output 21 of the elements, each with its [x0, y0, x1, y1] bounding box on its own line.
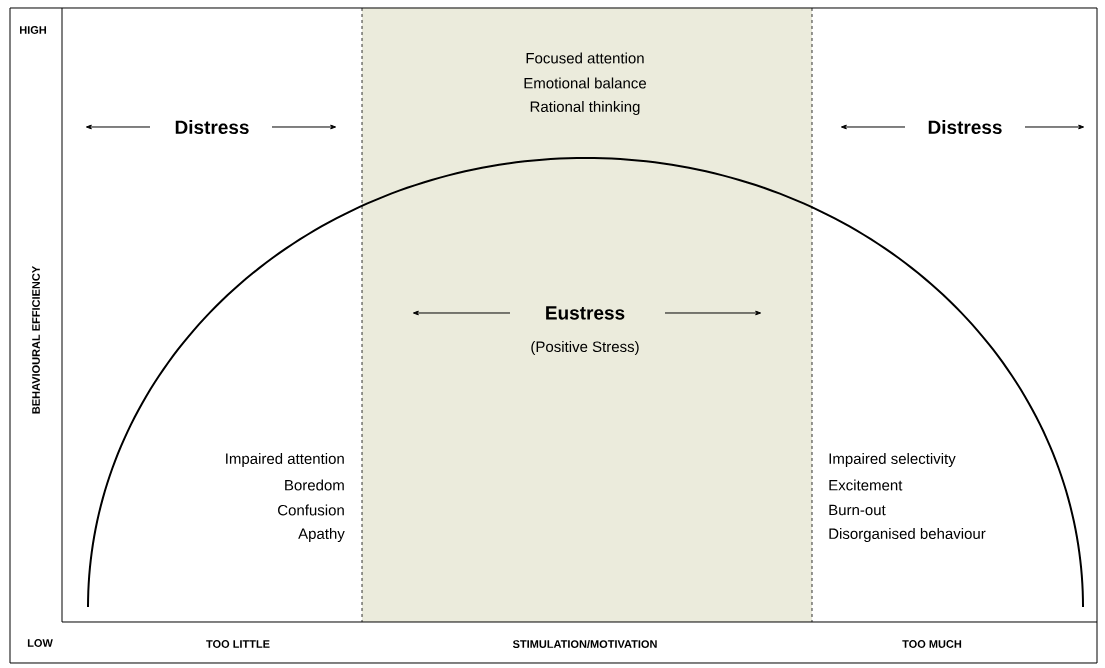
note-text: Emotional balance — [524, 77, 646, 89]
zone-subtitle: (Positive Stress) — [531, 341, 639, 355]
note-text: Rational thinking — [530, 101, 640, 115]
note-text: Focused attention — [526, 52, 644, 64]
note-text: Confusion — [278, 504, 344, 516]
zone-label: Eustress — [546, 306, 625, 320]
axis-label: TOO LITTLE — [206, 640, 270, 648]
note-text: Impaired attention — [226, 453, 344, 467]
axis-title: BEHAVIOURAL EFFICIENCY — [32, 266, 40, 414]
zone-label: Distress — [928, 120, 1002, 134]
axis-label: TOO MUCH — [902, 640, 962, 648]
zone-label: Distress — [175, 120, 249, 134]
note-text: Impaired selectivity — [829, 453, 956, 467]
note-text: Disorganised behaviour — [829, 528, 986, 542]
axis-label: STIMULATION/MOTIVATION — [512, 639, 657, 649]
note-text: Apathy — [298, 528, 345, 542]
note-text: Boredom — [285, 479, 344, 491]
axis-label: LOW — [27, 639, 53, 647]
note-text: Excitement — [829, 479, 903, 491]
axis-label: HIGH — [20, 26, 46, 34]
note-text: Burn-out — [829, 504, 886, 516]
